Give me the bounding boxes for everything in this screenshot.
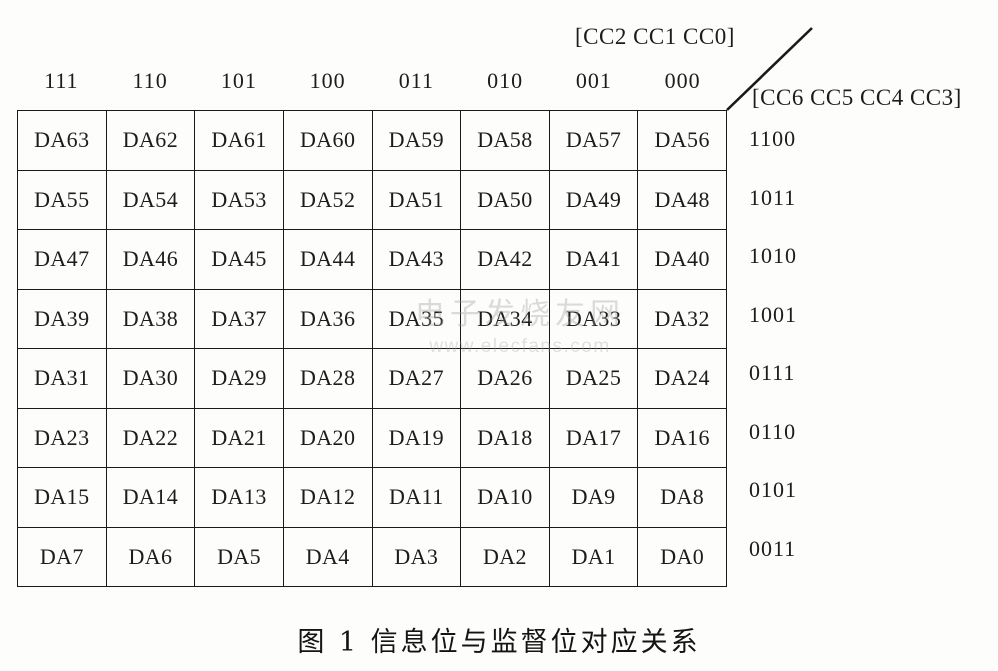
data-cell: DA11: [371, 467, 462, 528]
row-code-5: 0110: [749, 418, 797, 444]
data-cell: DA17: [548, 407, 639, 468]
table-row: DA55 DA54 DA53 DA52 DA51 DA50 DA49 DA48: [17, 169, 727, 230]
data-cell: DA2: [460, 526, 550, 587]
column-header-1: 110: [132, 68, 168, 93]
column-header-row: 111 110 101 100 011 010 001 000: [17, 64, 727, 98]
data-cell: DA53: [194, 169, 284, 230]
data-cell: DA57: [548, 110, 639, 171]
data-cell: DA61: [194, 110, 284, 171]
data-cell: DA28: [282, 348, 373, 409]
table-row: DA23 DA22 DA21 DA20 DA19 DA18 DA17 DA16: [17, 407, 727, 468]
table-row: DA63 DA62 DA61 DA60 DA59 DA58 DA57 DA56: [17, 110, 727, 171]
data-cell: DA0: [637, 526, 727, 587]
data-cell: DA1: [548, 526, 639, 587]
data-cell: DA31: [17, 348, 107, 409]
data-cell: DA29: [194, 348, 284, 409]
data-cell: DA16: [637, 407, 727, 468]
column-header-5: 010: [487, 68, 524, 93]
data-cell: DA42: [460, 229, 550, 290]
row-code-1: 1011: [749, 184, 797, 210]
column-header-6: 001: [575, 68, 612, 93]
row-axis-label: [CC6 CC5 CC4 CC3]: [752, 85, 962, 110]
data-cell: DA9: [548, 467, 639, 528]
data-cell: DA52: [282, 169, 373, 230]
table-row: DA39 DA38 DA37 DA36 DA35 DA34 DA33 DA32: [17, 288, 727, 349]
row-code-column: 1100 1011 1010 1001 0111 0110 0101 0011: [749, 110, 869, 578]
data-cell: DA62: [105, 110, 196, 171]
data-cell: DA50: [460, 169, 550, 230]
column-header-4: 011: [398, 68, 434, 93]
row-code-7: 0011: [749, 535, 797, 561]
data-cell: DA19: [371, 407, 462, 468]
row-code-4: 0111: [749, 360, 796, 385]
column-header-2: 101: [220, 68, 257, 93]
data-cell: DA55: [17, 169, 107, 230]
data-cell: DA34: [460, 288, 550, 349]
data-cell: DA21: [194, 407, 284, 468]
data-cell: DA5: [194, 526, 284, 587]
data-cell: DA26: [460, 348, 550, 409]
data-cell: DA47: [17, 229, 107, 290]
column-header-7: 000: [664, 68, 701, 93]
data-cell: DA38: [105, 288, 196, 349]
data-cell: DA14: [105, 467, 196, 528]
table-row: DA7 DA6 DA5 DA4 DA3 DA2 DA1 DA0: [17, 526, 727, 587]
data-cell: DA51: [371, 169, 462, 230]
data-cell: DA44: [282, 229, 373, 290]
data-cell: DA43: [371, 229, 462, 290]
data-cell: DA33: [548, 288, 639, 349]
figure-caption: 图 1 信息位与监督位对应关系: [297, 627, 701, 658]
data-cell: DA10: [460, 467, 550, 528]
data-cell: DA23: [17, 407, 107, 468]
row-code-2: 1010: [749, 243, 797, 268]
data-cell: DA20: [282, 407, 373, 468]
data-cell: DA40: [637, 229, 727, 290]
data-cell: DA48: [637, 169, 727, 230]
bit-mapping-table: DA63 DA62 DA61 DA60 DA59 DA58 DA57 DA56 …: [17, 110, 727, 587]
data-cell: DA6: [105, 526, 196, 587]
data-cell: DA32: [637, 288, 727, 349]
data-cell: DA8: [637, 467, 727, 528]
data-cell: DA30: [105, 348, 196, 409]
data-cell: DA3: [371, 526, 462, 587]
data-cell: DA37: [194, 288, 284, 349]
table-row: DA15 DA14 DA13 DA12 DA11 DA10 DA9 DA8: [17, 467, 727, 528]
data-cell: DA58: [460, 110, 550, 171]
data-cell: DA12: [282, 467, 373, 528]
data-cell: DA4: [282, 526, 373, 587]
row-code-0: 1100: [749, 126, 797, 151]
data-cell: DA41: [548, 229, 639, 290]
data-cell: DA59: [371, 110, 462, 171]
data-cell: DA35: [371, 288, 462, 349]
data-cell: DA54: [105, 169, 196, 230]
data-cell: DA36: [282, 288, 373, 349]
table-row: DA31 DA30 DA29 DA28 DA27 DA26 DA25 DA24: [17, 348, 727, 409]
table-row: DA47 DA46 DA45 DA44 DA43 DA42 DA41 DA40: [17, 229, 727, 290]
data-cell: DA22: [105, 407, 196, 468]
data-cell: DA13: [194, 467, 284, 528]
data-cell: DA24: [637, 348, 727, 409]
column-axis-label: [CC2 CC1 CC0]: [575, 24, 735, 49]
data-cell: DA45: [194, 229, 284, 290]
row-code-6: 0101: [749, 477, 797, 502]
data-cell: DA15: [17, 467, 107, 528]
data-cell: DA25: [548, 348, 639, 409]
row-code-3: 1001: [749, 301, 797, 327]
column-header-3: 100: [309, 68, 346, 93]
data-cell: DA39: [17, 288, 107, 349]
data-cell: DA60: [282, 110, 373, 171]
data-cell: DA49: [548, 169, 639, 230]
data-cell: DA46: [105, 229, 196, 290]
data-cell: DA7: [17, 526, 107, 587]
data-cell: DA27: [371, 348, 462, 409]
column-header-0: 111: [44, 68, 79, 93]
data-cell: DA56: [637, 110, 727, 171]
data-cell: DA63: [17, 110, 107, 171]
data-cell: DA18: [460, 407, 550, 468]
